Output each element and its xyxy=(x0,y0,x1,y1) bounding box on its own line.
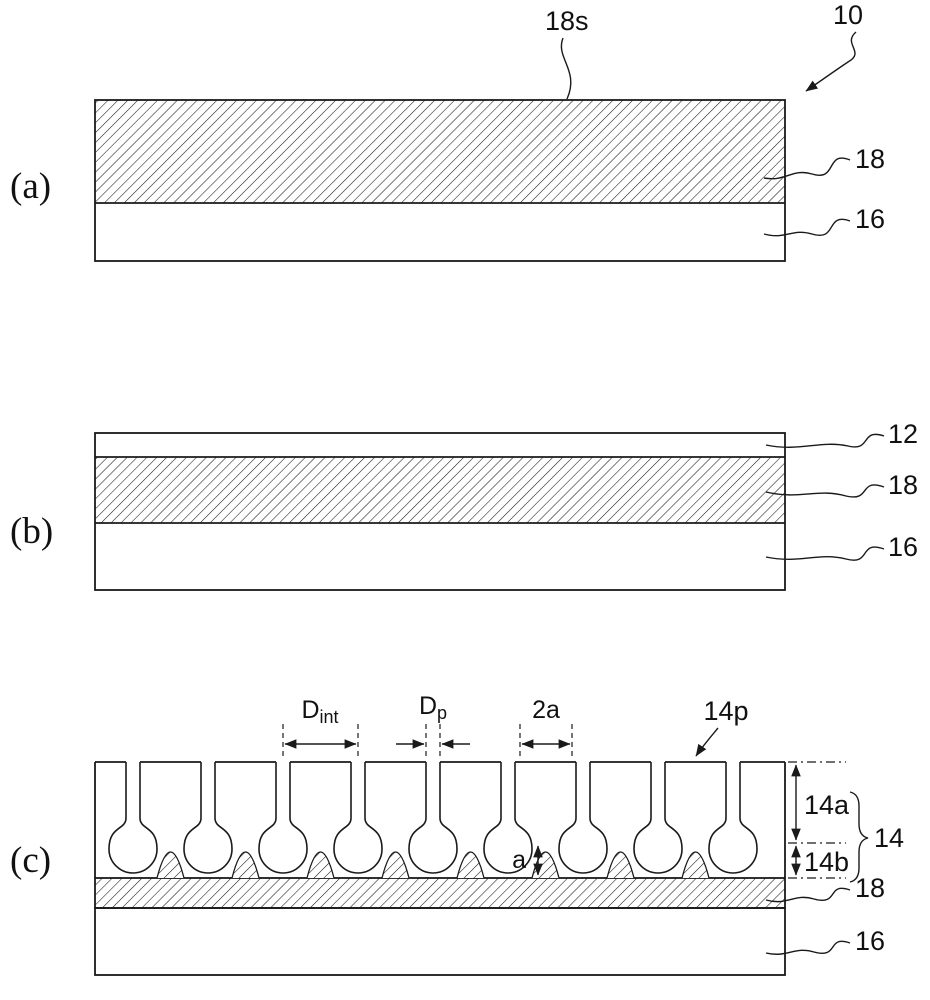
layer-16-substrate-a xyxy=(95,203,785,261)
dim-dint-label: Dint xyxy=(301,696,338,727)
arrow-10 xyxy=(805,31,857,92)
panel-a-label: (a) xyxy=(10,166,51,207)
pore xyxy=(708,761,758,874)
leader-18-c xyxy=(765,887,851,903)
hatch-scallop xyxy=(681,851,710,879)
pore xyxy=(408,761,458,874)
layer-18-hatched-a xyxy=(95,100,785,203)
ref-16-label-a: 16 xyxy=(855,204,885,234)
leader-18s xyxy=(560,37,572,100)
layer-12-top-b xyxy=(95,433,785,457)
dim-a-label: a xyxy=(512,846,526,874)
ref-14p-label: 14p xyxy=(703,696,748,726)
pore xyxy=(258,761,308,874)
ref-10-label: 10 xyxy=(833,0,863,30)
ref-14a-label: 14a xyxy=(804,790,850,820)
hatch-scallop xyxy=(381,851,410,879)
pore xyxy=(333,761,383,874)
layer-16-substrate-b xyxy=(95,523,785,590)
ref-16-label-c: 16 xyxy=(855,926,885,956)
panel-a: (a) 18s 10 18 16 xyxy=(10,0,885,262)
panel-b: (b) 12 18 16 xyxy=(10,419,918,591)
panel-c: (c) xyxy=(10,692,904,976)
panel-b-outline xyxy=(94,432,786,591)
dim-2a-label: 2a xyxy=(532,696,560,724)
hatch-scallop xyxy=(231,851,260,879)
hatch-scallop xyxy=(456,851,485,879)
ref-18s-label: 18s xyxy=(545,6,589,36)
pore xyxy=(183,761,233,874)
ref-18-label-c: 18 xyxy=(855,873,885,903)
layer-16-substrate-c xyxy=(94,907,786,976)
hatch-scallop xyxy=(156,851,185,879)
leader-16-a xyxy=(763,218,851,237)
hatch-scallop xyxy=(306,851,335,879)
panel-a-outline xyxy=(94,99,786,262)
ref-14-label: 14 xyxy=(874,823,904,853)
panel-c-label: (c) xyxy=(10,840,51,881)
ref-14b-label: 14b xyxy=(804,847,849,877)
pore xyxy=(633,761,683,874)
leader-16-c xyxy=(765,940,851,955)
leader-18-a xyxy=(763,157,851,180)
ref-12-label-b: 12 xyxy=(888,419,918,449)
layer-18-hatched-b xyxy=(95,457,785,523)
leader-12-b xyxy=(765,433,885,448)
ref-16-label-b: 16 xyxy=(888,532,918,562)
panel-b-label: (b) xyxy=(10,511,53,552)
dim-dp-label: Dp xyxy=(419,692,447,723)
layer-18-hatched-c xyxy=(94,877,786,909)
hatch-scallop xyxy=(531,851,560,879)
ref-18-label-b: 18 xyxy=(888,470,918,500)
pore xyxy=(558,761,608,874)
arrow-14p xyxy=(695,727,719,757)
ref-18-label-a: 18 xyxy=(855,144,885,174)
brace-14 xyxy=(849,791,869,883)
hatch-scallop xyxy=(606,851,635,879)
pore-array xyxy=(108,761,758,874)
pore xyxy=(108,761,158,874)
leader-16-b xyxy=(765,546,885,561)
leader-18-b xyxy=(765,484,885,498)
